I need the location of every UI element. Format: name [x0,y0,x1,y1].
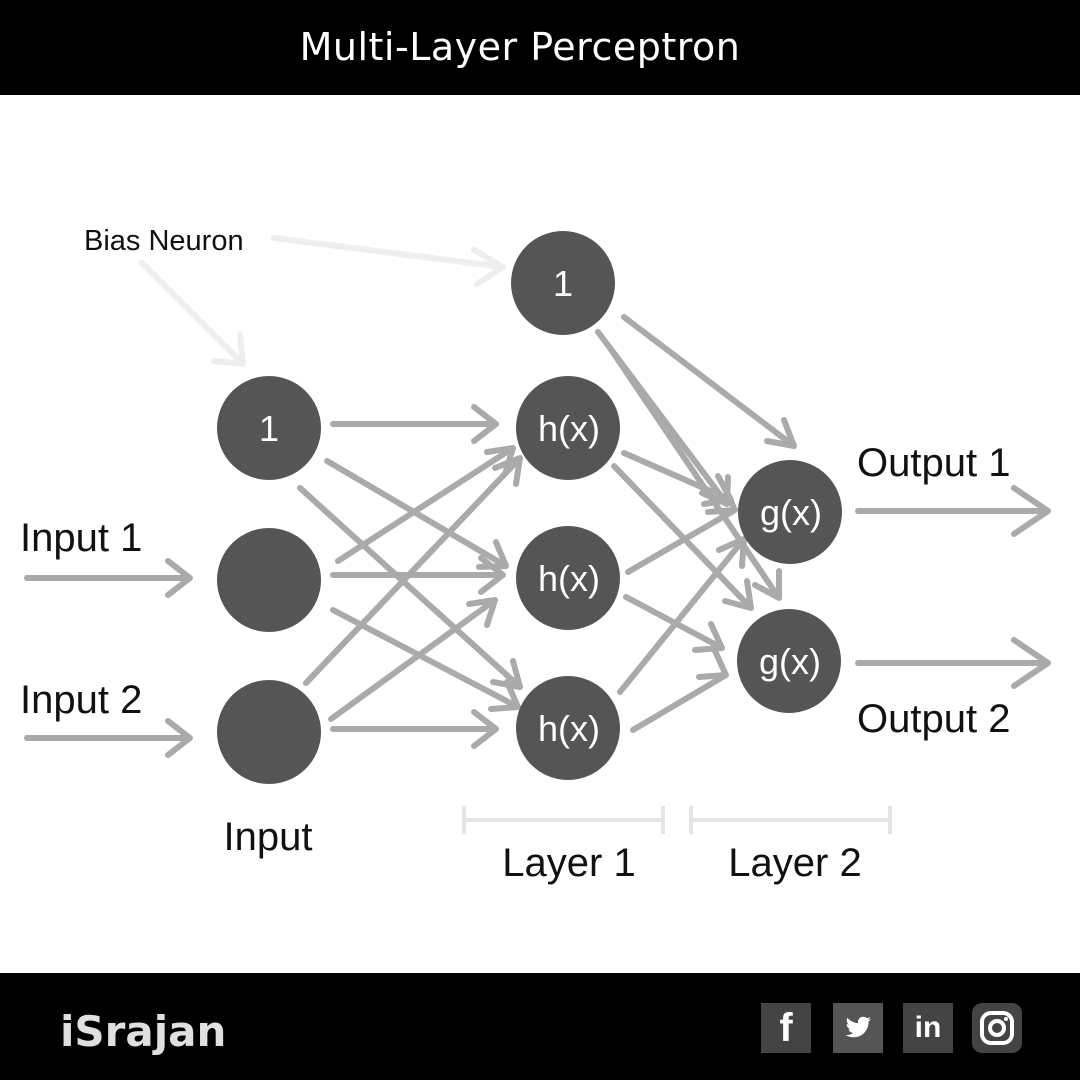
arrow [335,445,516,564]
arrow [630,648,729,733]
layer-2-bracket [689,806,892,834]
output-neuron-1-label: g(x) [760,492,822,533]
arrow [297,485,523,690]
input-bias-neuron [217,376,321,480]
layer-2-label: Layer 2 [728,841,861,885]
bias-arrow-to-input [139,260,246,367]
footer-bar: iSrajan f in [0,973,1080,1080]
arrow [621,314,797,449]
layer-1-label: Layer 1 [502,841,635,885]
layer-brackets [462,806,892,834]
input-1-arrow [24,558,193,598]
brand-logo: iSrajan [60,1007,227,1056]
hidden-neuron-1 [516,376,620,480]
output-2-arrow [855,637,1051,689]
output-1-arrow [855,485,1051,537]
hidden-neuron-3 [516,676,620,780]
arrow [330,555,506,595]
arrow [330,709,499,749]
arrow [617,536,747,695]
mlp-diagram: 1 1 h(x) h(x) h(x) g(x) g(x) Bias Neuron… [20,225,1051,885]
hidden-neuron-1-label: h(x) [538,408,600,449]
output-neuron-1 [738,460,842,564]
output-1-label: Output 1 [857,441,1010,485]
output-neuron-2 [737,609,841,713]
output-neuron-2-label: g(x) [759,641,821,682]
bias-annotation-arrows [139,235,506,367]
arrow [303,455,523,686]
arrow [330,404,499,444]
input-layer-label: Input [224,815,313,859]
output-2-label: Output 2 [857,697,1010,741]
bias-neuron-label: Bias Neuron [84,225,244,257]
hidden-bias-neuron-label: 1 [553,263,573,304]
input-2-label: Input 2 [20,678,142,722]
linkedin-icon[interactable]: in [903,1003,953,1053]
input-neuron-1 [217,528,321,632]
input-neuron-2 [217,680,321,784]
arrow [328,597,498,722]
hidden-layer: 1 h(x) h(x) h(x) [511,231,620,780]
bias-arrow-to-hidden [271,235,506,287]
arrow [607,345,782,601]
page-title: Multi-Layer Perceptron [299,25,741,69]
facebook-icon[interactable]: f [761,1003,811,1053]
hidden-bias-neuron [511,231,615,335]
input-1-label: Input 1 [20,516,142,560]
instagram-icon[interactable] [972,1003,1022,1053]
hidden-neuron-3-label: h(x) [538,708,600,749]
header-bar: Multi-Layer Perceptron [0,0,1080,95]
input-bias-neuron-label: 1 [259,408,279,449]
twitter-icon[interactable] [833,1003,883,1053]
connection-arrows [24,314,1051,758]
output-layer: g(x) g(x) [737,460,842,713]
layer-1-bracket [462,806,665,834]
hidden-neuron-2-label: h(x) [538,558,600,599]
hidden-neuron-2 [516,526,620,630]
input-layer: 1 [217,376,321,784]
input-2-arrow [24,718,193,758]
arrow [625,484,738,575]
